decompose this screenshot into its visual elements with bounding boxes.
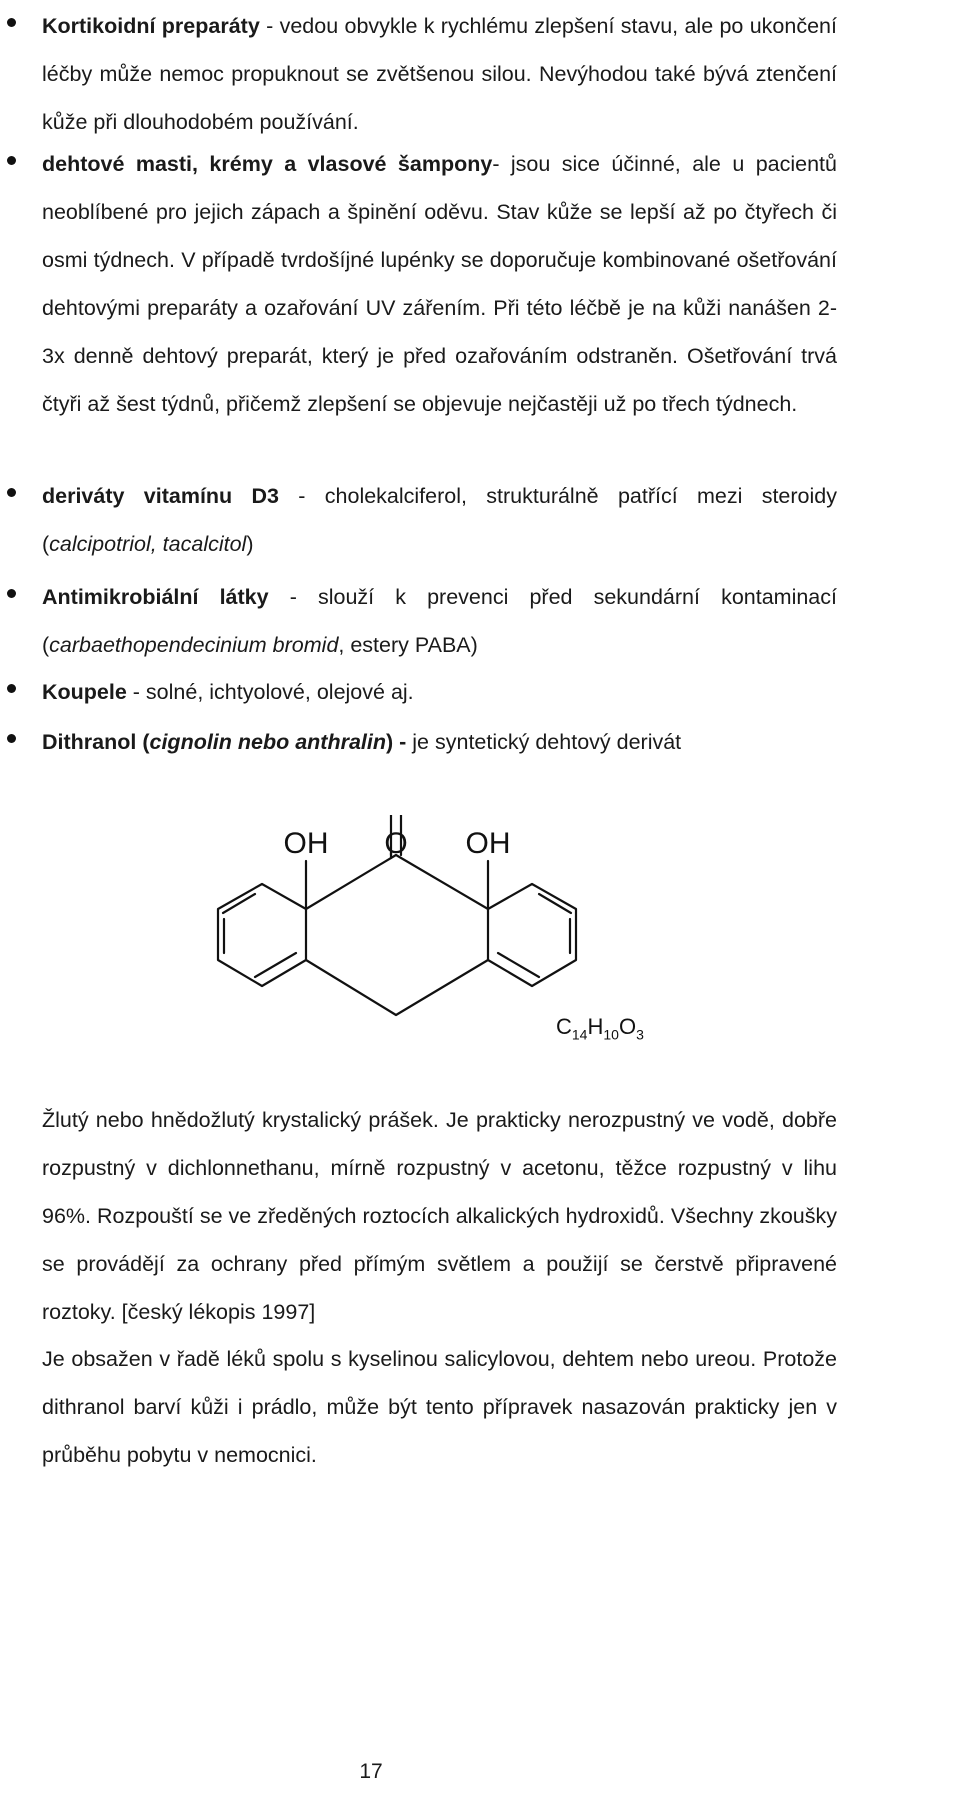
bullet-dot-icon bbox=[7, 156, 16, 165]
bullet-text-part: - slouží k prevenci před sekundární kont… bbox=[42, 585, 837, 657]
bullet-text-part: calcipotriol, tacalcitol bbox=[49, 532, 247, 556]
right-ring bbox=[486, 882, 578, 988]
bullet-text-part: ) bbox=[246, 532, 254, 556]
left-ring bbox=[216, 882, 308, 988]
bullet-dot-icon bbox=[7, 684, 16, 693]
bullet-text: deriváty vitamínu D3 - cholekalciferol, … bbox=[42, 472, 837, 568]
bullet-text-part: carbaethopendecinium bromid bbox=[49, 633, 339, 657]
bullet-text-part: Antimikrobiální látky bbox=[42, 585, 269, 609]
bullet-dot-icon bbox=[7, 488, 16, 497]
central-ring bbox=[304, 853, 490, 911]
dithranol-structure: OH O OH bbox=[216, 815, 578, 1017]
bullet-text-part: - vedou obvykle k rychlému zlepšení stav… bbox=[42, 14, 837, 134]
bullet-text: Koupele - solné, ichtyolové, olejové aj. bbox=[42, 668, 837, 716]
bullet-text-part: dehtové masti, krémy a vlasové šampony bbox=[42, 152, 493, 176]
bullet-text: Antimikrobiální látky - slouží k prevenc… bbox=[42, 573, 837, 669]
bullet-dot-icon bbox=[7, 589, 16, 598]
bullet-text-part: cignolin nebo anthralin bbox=[149, 730, 387, 754]
oh-right-label: OH bbox=[466, 827, 511, 860]
page-number: 17 bbox=[359, 1760, 383, 1783]
bullet-dot-icon bbox=[7, 18, 16, 27]
oxygen-label: O bbox=[384, 827, 407, 860]
bullet-text: Dithranol (cignolin nebo anthralin) - je… bbox=[42, 718, 837, 766]
bullet-text-part: Kortikoidní preparáty bbox=[42, 14, 260, 38]
bullet-text-part: je syntetický dehtový derivát bbox=[412, 730, 682, 754]
bullet-dot-icon bbox=[7, 734, 16, 743]
bullet-text-part: ) - bbox=[386, 730, 413, 754]
usage-paragraph: Je obsažen v řadě léků spolu s kyselinou… bbox=[42, 1347, 837, 1467]
bullet-text-part: deriváty vitamínu D3 bbox=[42, 484, 279, 508]
properties-paragraph: Žlutý nebo hnědožlutý krystalický prášek… bbox=[42, 1108, 837, 1324]
bullet-text: dehtové masti, krémy a vlasové šampony- … bbox=[42, 140, 837, 428]
bullet-text-part: Koupele bbox=[42, 680, 127, 704]
bullet-text-part: - jsou sice účinné, ale u pacientů neobl… bbox=[42, 152, 837, 416]
oh-left-label: OH bbox=[284, 827, 329, 860]
bullet-text-part: - cholekalciferol, strukturálně patřící … bbox=[42, 484, 837, 556]
bullet-text-part: - solné, ichtyolové, olejové aj. bbox=[126, 680, 414, 704]
bullet-text: Kortikoidní preparáty - vedou obvykle k … bbox=[42, 2, 837, 146]
bullet-text-part: Dithranol ( bbox=[42, 730, 150, 754]
bullet-text-part: , estery PABA) bbox=[338, 633, 478, 657]
molecular-formula: C14H10O3 bbox=[556, 1014, 644, 1043]
